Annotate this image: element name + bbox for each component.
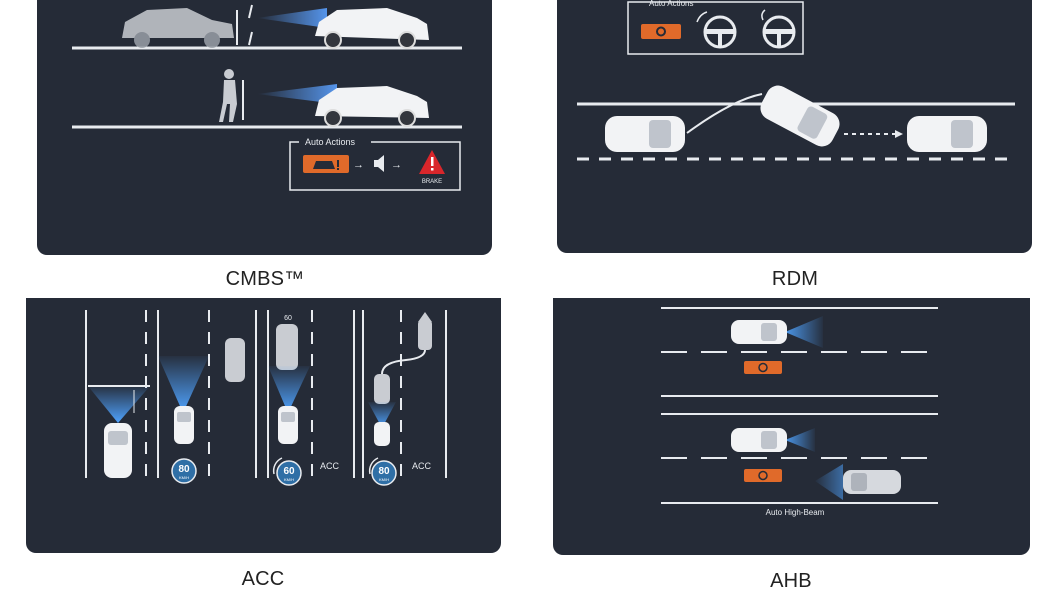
own-car-icon: [315, 86, 429, 127]
svg-text:→: →: [391, 159, 402, 171]
svg-text:80: 80: [378, 466, 390, 477]
svg-text:KM/H: KM/H: [179, 475, 189, 480]
acc-caption: ACC: [241, 568, 285, 590]
speed-sign-icon: 60 KM/H: [276, 460, 302, 486]
car-icon: [278, 406, 298, 444]
car-icon: [731, 320, 787, 344]
rdm-caption: RDM: [771, 268, 819, 290]
car-icon: [605, 116, 685, 152]
car-icon: [731, 428, 787, 452]
trajectory-line: [381, 349, 426, 375]
car-icon: [276, 324, 298, 370]
trajectory-line: [686, 93, 763, 134]
auto-actions-label: Auto Actions: [305, 137, 356, 147]
speed-sign-icon: 80 KM/H: [171, 458, 197, 484]
car-icon: [225, 338, 245, 382]
car-icon: [907, 116, 987, 152]
car-icon: [104, 423, 132, 478]
steering-wheel-icon: [703, 15, 737, 49]
cmbs-caption: CMBS™: [225, 268, 305, 290]
rdm-illustration: Auto Actions: [577, 0, 1015, 161]
cmbs-panel: Auto Actions → → BRAKE: [37, 0, 492, 255]
speed-sign-icon: 80 KM/H: [371, 460, 397, 486]
brake-label: BRAKE: [422, 179, 442, 185]
ahb-illustration: Auto High-Beam: [661, 307, 938, 517]
low-beam-light: [785, 428, 815, 452]
car-icon: [418, 312, 432, 350]
high-beam-icon: [744, 361, 782, 374]
car-icon: [374, 422, 390, 446]
ahb-caption: AHB: [770, 570, 812, 592]
acc-label: ACC: [412, 461, 432, 471]
steering-wheel-icon: [762, 15, 796, 49]
acc-panel: 80 KM/H 60 60 KM/H ACC 80 KM/H ACC: [26, 298, 501, 553]
svg-text:80: 80: [178, 464, 190, 475]
radar-beam: [257, 84, 337, 104]
rdm-panel: Auto Actions: [557, 0, 1032, 253]
auto-actions-box: [627, 1, 804, 55]
auto-actions-box: [289, 141, 461, 191]
auto-actions-label: Auto Actions: [649, 0, 693, 8]
high-beam-light: [785, 316, 823, 348]
radar-beam: [257, 8, 327, 28]
own-car-icon: [315, 8, 429, 49]
oncoming-beam: [815, 464, 843, 500]
pedestrian-icon: [219, 69, 237, 122]
svg-text:60: 60: [283, 466, 295, 477]
radar-beam: [158, 356, 209, 413]
svg-text:KM/H: KM/H: [284, 477, 294, 482]
oncoming-car-icon: [843, 470, 901, 494]
radar-beam: [368, 402, 396, 428]
radar-beam: [88, 386, 150, 423]
car-ahead-icon: [122, 8, 234, 48]
acc-illustration: 80 KM/H 60 60 KM/H ACC 80 KM/H ACC: [85, 310, 447, 486]
car-icon: [374, 374, 390, 404]
cmbs-illustration: Auto Actions → → BRAKE: [72, 4, 462, 191]
svg-text:→: →: [353, 159, 364, 171]
car-icon: [174, 406, 194, 444]
svg-text:KM/H: KM/H: [379, 477, 389, 482]
car-icon: [760, 85, 840, 147]
radar-beam: [268, 366, 310, 413]
acc-label: ACC: [320, 461, 340, 471]
ahb-label: Auto High-Beam: [766, 508, 825, 517]
lane-departure-icon: [641, 24, 681, 39]
speaker-icon: [374, 155, 384, 172]
high-beam-icon: [744, 469, 782, 482]
ahb-panel: Auto High-Beam: [553, 298, 1030, 555]
lead-speed-label: 60: [284, 315, 292, 322]
